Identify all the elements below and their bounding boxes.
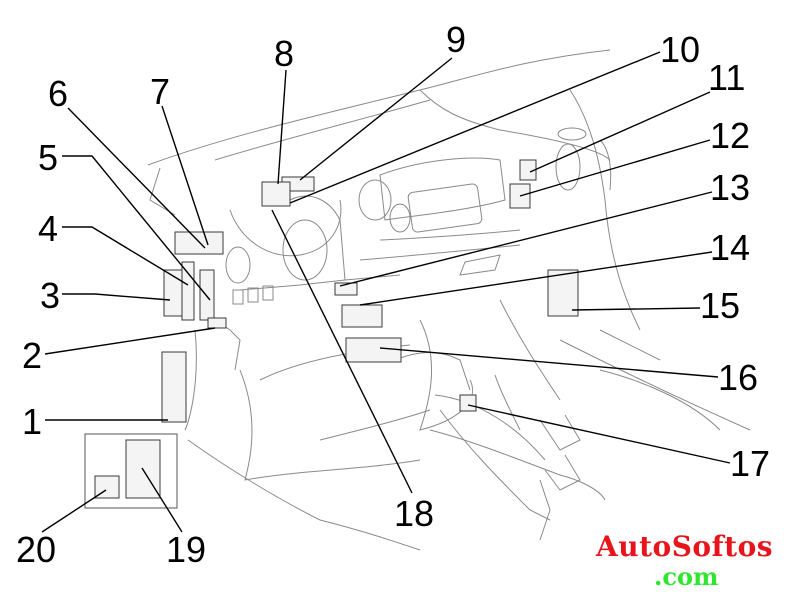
callout-13: 13 <box>710 167 750 208</box>
callout-7: 7 <box>150 71 170 112</box>
watermark-domain: .com <box>654 562 719 591</box>
leader-8 <box>277 69 287 185</box>
leader-2 <box>44 327 216 355</box>
callout-12: 12 <box>710 115 750 156</box>
leader-17 <box>467 404 731 464</box>
callout-11: 11 <box>708 57 745 98</box>
callout-20: 20 <box>16 529 56 570</box>
leader-16 <box>379 347 719 378</box>
leader-9 <box>299 57 453 181</box>
callout-5: 5 <box>38 137 58 178</box>
callout-10: 10 <box>660 29 700 70</box>
part-16-ecu <box>345 337 402 363</box>
callout-16: 16 <box>718 357 758 398</box>
leader-3 <box>62 293 171 301</box>
leader-4 <box>62 226 189 286</box>
callout-15: 15 <box>700 285 740 326</box>
callout-8: 8 <box>274 33 294 74</box>
leader-lines <box>41 51 731 533</box>
part-15-sensor <box>547 269 579 317</box>
callout-14: 14 <box>710 227 750 268</box>
callout-4: 4 <box>38 208 58 249</box>
leader-5 <box>62 155 211 301</box>
dashboard-outline <box>147 49 751 551</box>
leader-13 <box>339 191 713 287</box>
callout-labels: 1 2 3 4 5 6 7 8 9 10 11 12 13 14 15 16 1… <box>16 19 770 570</box>
part-6-7-relay <box>174 231 224 255</box>
part-14-ecu <box>341 304 383 328</box>
leader-6 <box>67 107 206 249</box>
components <box>84 159 579 509</box>
leader-15 <box>571 307 701 311</box>
callout-3: 3 <box>40 275 60 316</box>
leader-11 <box>529 91 711 173</box>
callout-9: 9 <box>446 19 466 60</box>
callout-2: 2 <box>22 335 42 376</box>
part-1-sensor <box>161 351 187 423</box>
leader-19 <box>141 467 183 533</box>
part-8-10-relay <box>261 181 291 207</box>
part-5-block <box>199 269 215 321</box>
callout-6: 6 <box>48 73 68 114</box>
callout-19: 19 <box>166 529 206 570</box>
callout-17: 17 <box>730 443 770 484</box>
part-17-sensor <box>459 394 477 412</box>
leader-12 <box>519 139 711 197</box>
leader-14 <box>359 251 713 306</box>
callout-18: 18 <box>394 493 434 534</box>
inset-box <box>84 433 178 509</box>
watermark-brand: AutoSoftos <box>596 530 774 563</box>
leader-10 <box>289 51 661 204</box>
leader-7 <box>161 105 209 246</box>
callout-1: 1 <box>22 401 42 442</box>
part-2-block <box>207 317 227 329</box>
leader-20 <box>41 489 107 533</box>
leader-18 <box>271 209 413 494</box>
part-4-block <box>181 261 195 321</box>
